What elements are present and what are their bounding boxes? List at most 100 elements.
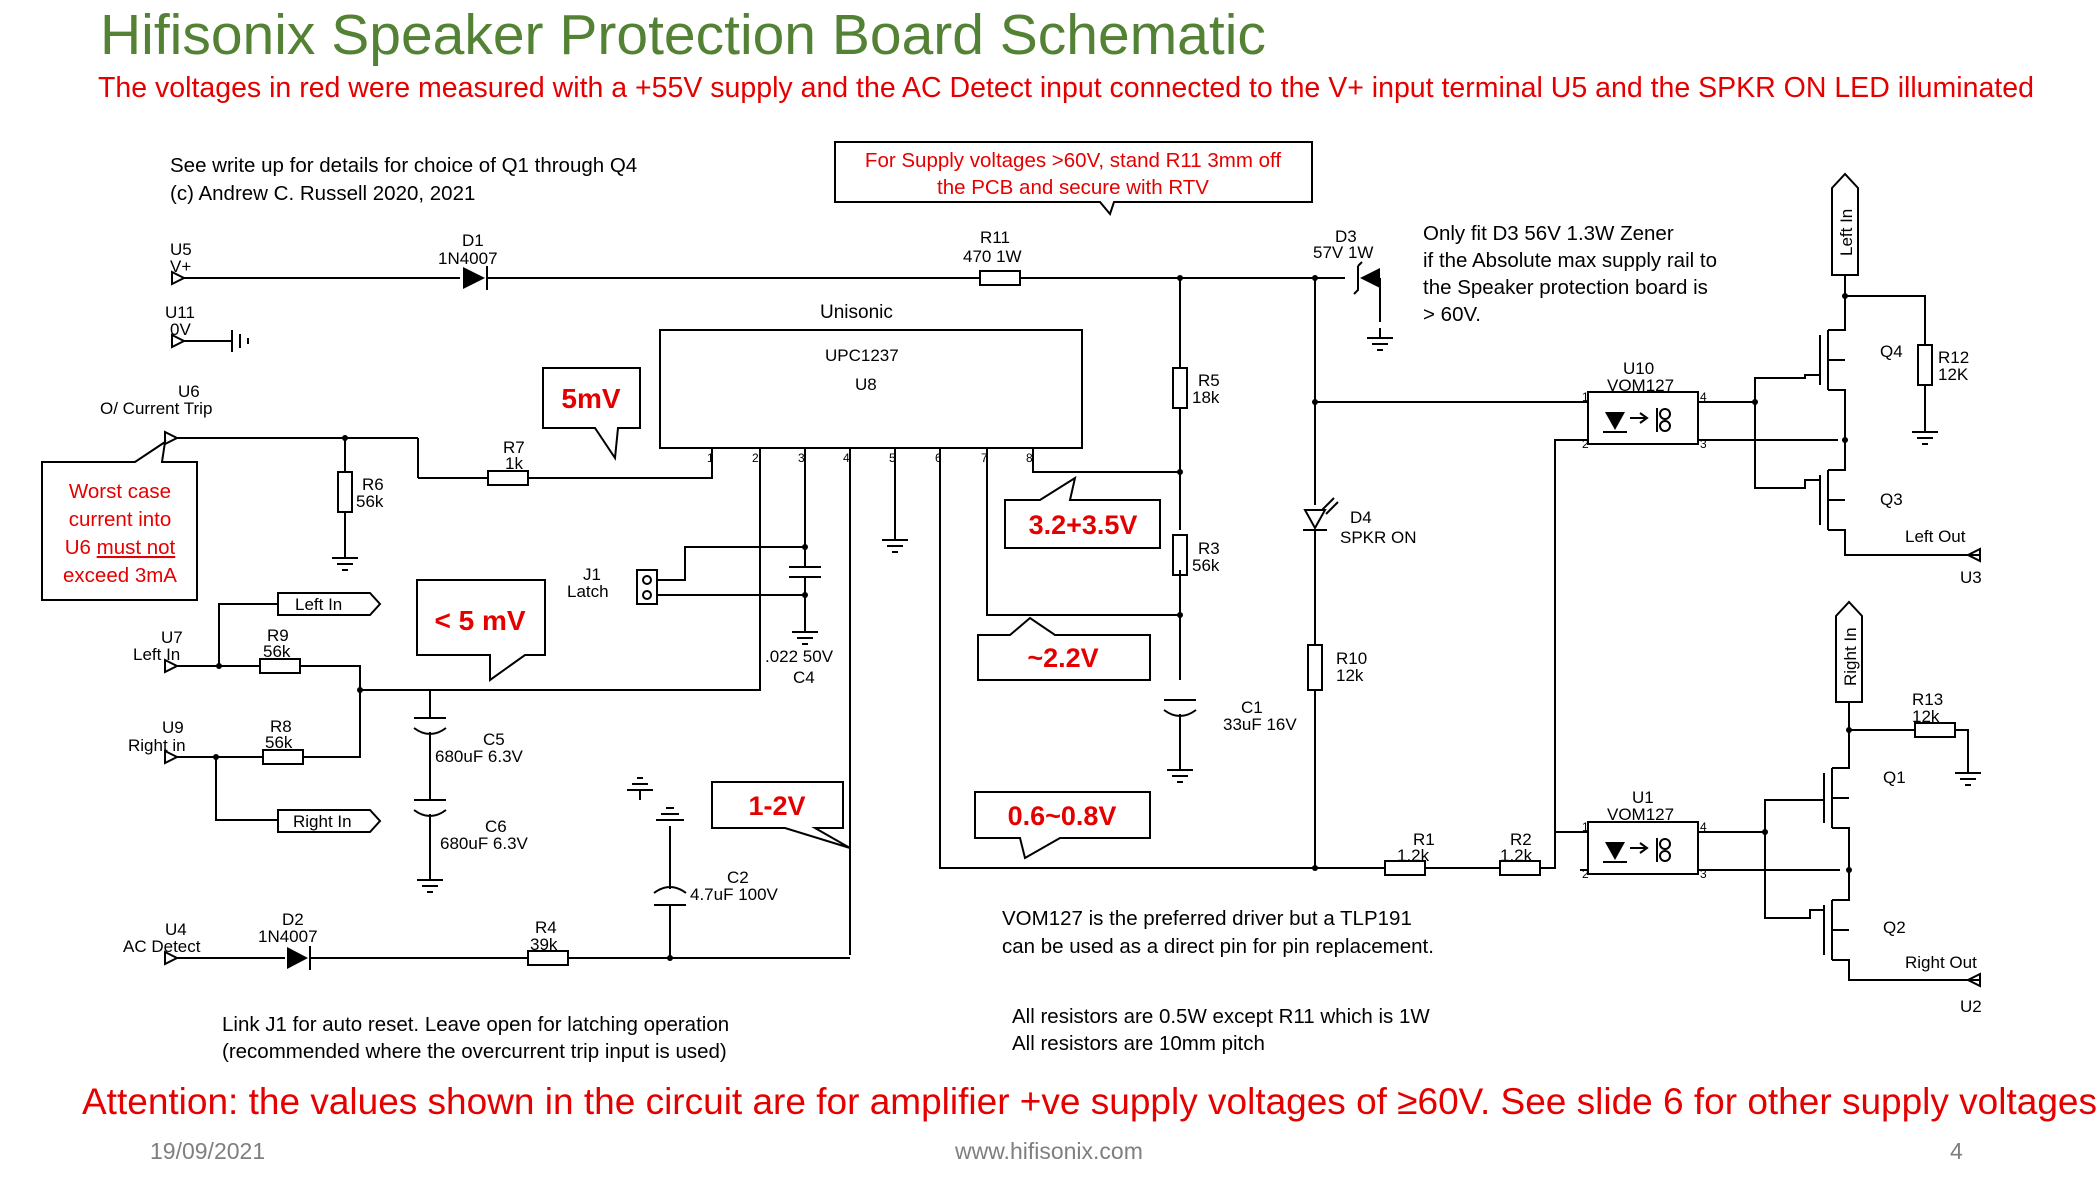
d2-ref: D2: [282, 910, 304, 929]
res-note-line2: All resistors are 10mm pitch: [1012, 1032, 1265, 1055]
r2-val: 1.2k: [1500, 846, 1533, 865]
left-out-ref: U3: [1960, 568, 1982, 587]
c1-val: 33uF 16V: [1223, 715, 1297, 734]
r7-val: 1k: [505, 454, 523, 473]
q3-mosfet: [1819, 440, 1980, 556]
u5-name: V+: [170, 257, 191, 276]
r2-ref: R2: [1510, 830, 1532, 849]
u6-terminal: [164, 430, 180, 446]
r11-note-callout: For Supply voltages >60V, stand R11 3mm …: [834, 141, 1313, 217]
callout-less-5mv: < 5 mV: [416, 579, 546, 682]
c6-ref: C6: [485, 817, 507, 836]
r6-resistor: [337, 471, 353, 513]
r11-note-line1: For Supply voltages >60V, stand R11 3mm …: [865, 149, 1281, 172]
slide-subtitle: The voltages in red were measured with a…: [98, 72, 2034, 104]
r11-ref: R11: [980, 228, 1010, 247]
r4-ref: R4: [535, 918, 557, 937]
d3-ref: D3: [1335, 227, 1357, 246]
j1-name: Latch: [567, 582, 609, 601]
q3-label: Q3: [1880, 490, 1903, 509]
r9-val: 56k: [263, 642, 291, 661]
c6-val: 680uF 6.3V: [440, 834, 529, 853]
r9-resistor: [259, 658, 301, 674]
q1-label: Q1: [1883, 768, 1906, 787]
zener-note-line3: the Speaker protection board is: [1423, 276, 1708, 299]
left-in-vertical-tag: Left In: [1831, 172, 1859, 276]
d4-ref: D4: [1350, 508, 1372, 527]
r3-ref: R3: [1198, 539, 1220, 558]
callout-3-2v-text: 3.2+3.5V: [1029, 510, 1138, 540]
u5-terminal: [171, 270, 187, 286]
u6-ref: U6: [178, 382, 200, 401]
worst-case-line4: exceed 3mA: [63, 564, 177, 587]
u7-name: Left In: [133, 645, 180, 664]
r1-ref: R1: [1413, 830, 1435, 849]
slide-title: Hifisonix Speaker Protection Board Schem…: [100, 3, 1266, 67]
worst-case-line1: Worst case: [69, 480, 171, 503]
q1-mosfet: [1764, 730, 1850, 919]
note-copyright: (c) Andrew C. Russell 2020, 2021: [170, 182, 475, 205]
callout-5mv-text: 5mV: [561, 383, 620, 414]
u10-optocoupler: [1580, 391, 1838, 445]
right-out-ref: U2: [1960, 997, 1982, 1016]
u11-name: 0V: [170, 320, 191, 339]
worst-case-line2: current into: [69, 508, 172, 531]
r5-ref: R5: [1198, 371, 1220, 390]
svg-text:2: 2: [1582, 437, 1589, 451]
callout-less-5mv-text: < 5 mV: [434, 605, 525, 636]
u4-name: AC Detect: [123, 937, 201, 956]
r11-note-line2: the PCB and secure with RTV: [937, 176, 1209, 199]
r7-resistor: [487, 470, 529, 486]
callout-0-6v: 0.6~0.8V: [974, 791, 1151, 860]
r8-ref: R8: [270, 717, 292, 736]
link-note-line1: Link J1 for auto reset. Leave open for l…: [222, 1013, 729, 1036]
left-out-name: Left Out: [1905, 527, 1966, 546]
c2-ref: C2: [727, 868, 749, 887]
r8-val: 56k: [265, 733, 293, 752]
svg-text:3: 3: [1700, 867, 1707, 881]
svg-text:5: 5: [889, 451, 896, 465]
d2-diode: [287, 946, 528, 970]
u4-ref: U4: [165, 920, 187, 939]
callout-1-2v: 1-2V: [711, 781, 851, 849]
svg-text:6: 6: [935, 451, 942, 465]
r13-resistor: [1914, 722, 1956, 738]
schematic-diagram: See write up for details for choice of Q…: [41, 141, 1982, 1063]
q2-label: Q2: [1883, 918, 1906, 937]
attention-note: Attention: the values shown in the circu…: [82, 1081, 2097, 1122]
d1-ref: D1: [462, 231, 484, 250]
svg-text:4: 4: [1700, 820, 1707, 834]
c4-val: .022 50V: [765, 647, 834, 666]
footer-page-number: 4: [1950, 1138, 1963, 1164]
r11-val: 470 1W: [963, 247, 1022, 266]
r3-val: 56k: [1192, 556, 1220, 575]
u6-name: O/ Current Trip: [100, 399, 212, 418]
note-writeup: See write up for details for choice of Q…: [170, 154, 637, 177]
d3-zener: [1340, 261, 1394, 351]
svg-text:4: 4: [1700, 390, 1707, 404]
r8-resistor: [262, 749, 304, 765]
right-in-vertical-tag: Right In: [1835, 600, 1863, 703]
r12-val: 12K: [1938, 365, 1969, 384]
zener-note-line2: if the Absolute max supply rail to: [1423, 249, 1717, 272]
link-note-line2: (recommended where the overcurrent trip …: [222, 1040, 727, 1063]
u9-name: Right in: [128, 736, 186, 755]
u10-part: VOM127: [1607, 376, 1674, 395]
r12-ref: R12: [1938, 348, 1969, 367]
right-in-tag-text: Right In: [293, 812, 352, 831]
svg-text:1: 1: [1582, 390, 1589, 404]
u11-ref: U11: [165, 303, 195, 322]
d1-diode: [463, 266, 960, 290]
u8-part: UPC1237: [825, 346, 899, 365]
r13-val: 12k: [1912, 707, 1940, 726]
zener-note-line4: > 60V.: [1423, 303, 1481, 326]
callout-2-2v-text: ~2.2V: [1027, 643, 1098, 673]
res-note-line1: All resistors are 0.5W except R11 which …: [1012, 1005, 1430, 1028]
r4-val: 39k: [530, 935, 558, 954]
c5-ref: C5: [483, 730, 505, 749]
worst-case-line3: U6 must not: [65, 536, 176, 559]
u1-optocoupler: [1580, 821, 1840, 875]
callout-2-2v: ~2.2V: [977, 616, 1151, 681]
q4-label: Q4: [1880, 342, 1903, 361]
d4-led: [1303, 497, 1339, 531]
